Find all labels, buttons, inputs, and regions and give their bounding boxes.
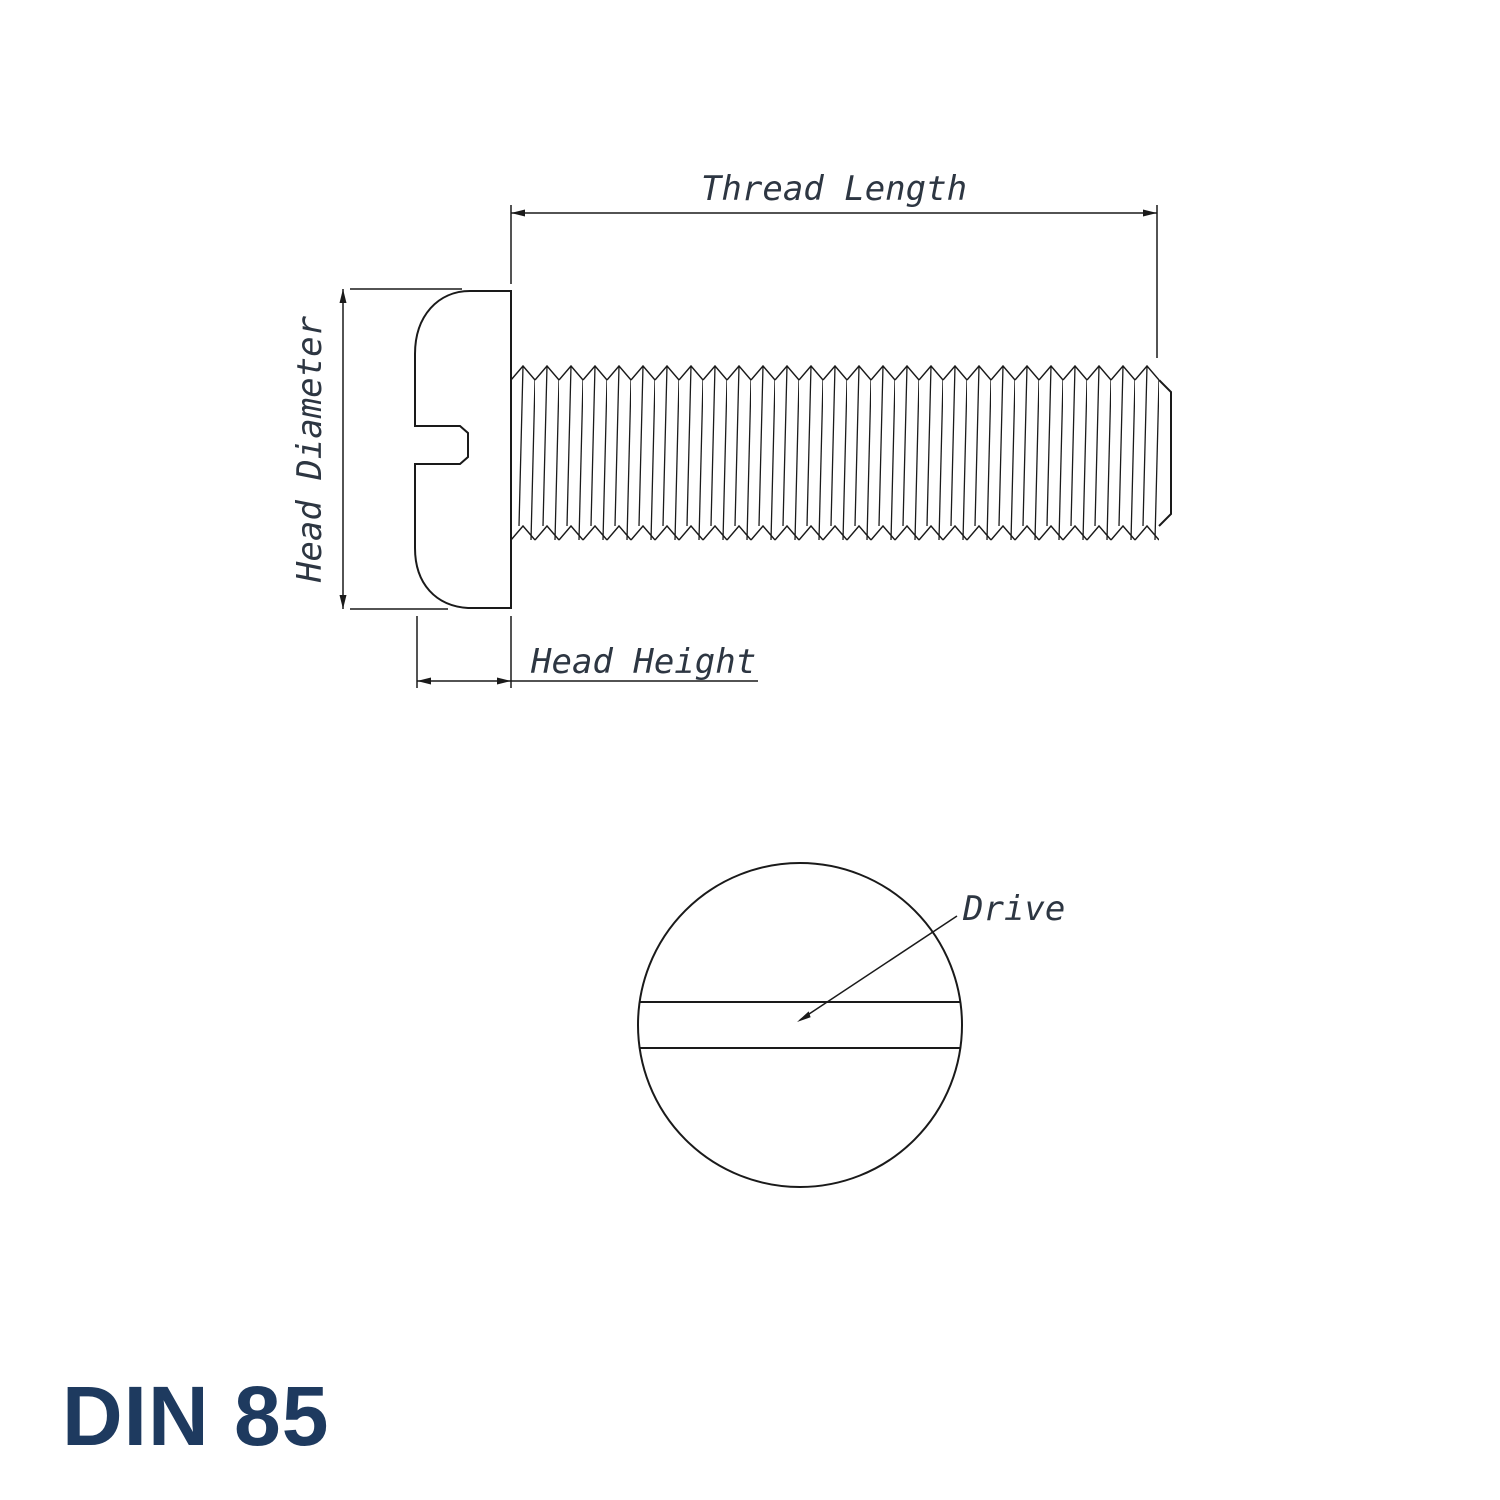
drive-label: Drive	[962, 889, 1065, 929]
arrowhead-head-height-right	[497, 677, 511, 685]
head-height-label: Head Height	[530, 642, 756, 682]
dimension-arrowheads	[339, 209, 1157, 1022]
head-diameter-label: Head Diameter	[290, 315, 330, 583]
head-top-view-circle	[637, 862, 963, 1188]
arrowhead-head-diameter-bottom	[339, 595, 347, 609]
screw-top-view	[637, 862, 963, 1188]
screw-tip-chamfer	[1158, 379, 1172, 527]
arrowhead-thread-length-left	[511, 209, 525, 217]
arrowhead-head-height-left	[417, 677, 431, 685]
arrowhead-drive-leader	[797, 1011, 811, 1022]
screw-head-outline	[414, 290, 512, 609]
arrowhead-head-diameter-top	[339, 289, 347, 303]
standard-title: DIN 85	[62, 1369, 329, 1463]
screw-side-view	[414, 290, 1172, 609]
thread-shank	[511, 364, 1159, 542]
arrowhead-thread-length-right	[1143, 209, 1157, 217]
thread-length-label: Thread Length	[701, 169, 967, 209]
